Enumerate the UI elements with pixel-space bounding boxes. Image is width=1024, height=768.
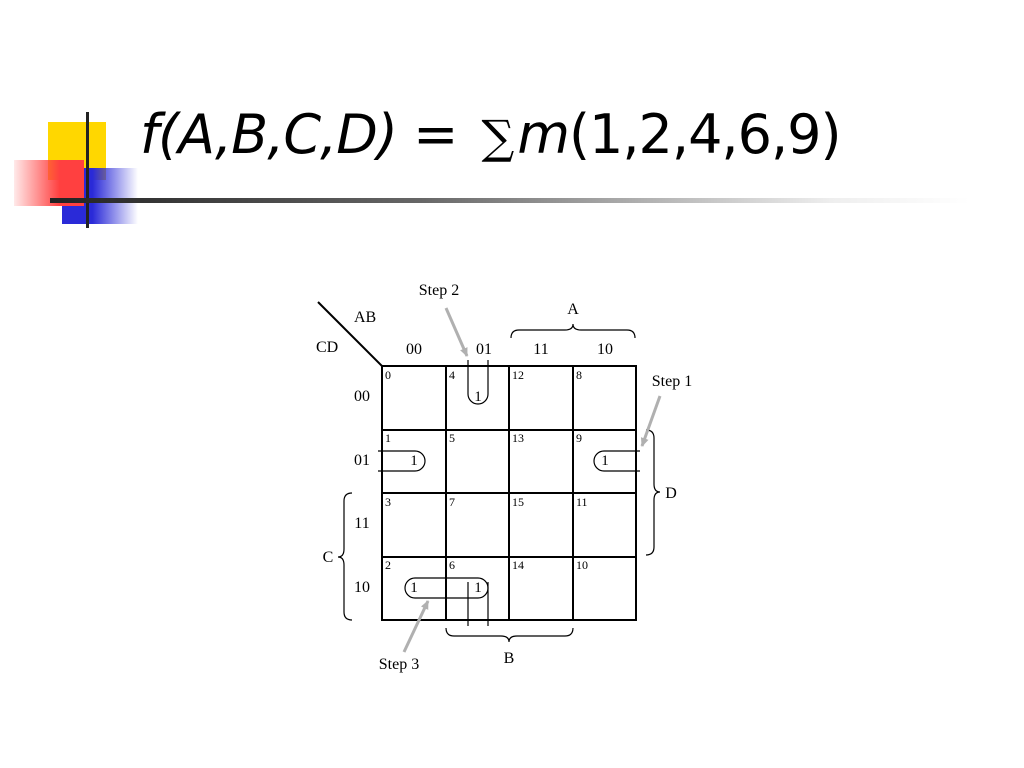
step-3-arrow <box>402 600 430 653</box>
col-label-00: 00 <box>406 341 422 358</box>
one-value: 1 <box>410 580 418 596</box>
cell-number: 7 <box>449 495 455 509</box>
row-label-01: 01 <box>354 452 370 469</box>
brace-b <box>445 627 574 643</box>
step-1-arrow <box>640 395 662 447</box>
title-m: m <box>517 103 570 166</box>
one-value: 1 <box>474 389 482 405</box>
brace-label-d: D <box>665 485 677 502</box>
cell-number: 12 <box>512 368 524 382</box>
page-title: f(A,B,C,D) = ∑m(1,2,4,6,9) <box>140 108 842 164</box>
cell-number: 0 <box>385 368 391 382</box>
cell-number: 4 <box>449 368 455 382</box>
brace-label-b: B <box>504 650 515 667</box>
row-label-00: 00 <box>354 388 370 405</box>
step-2-arrow <box>444 307 469 357</box>
loop-m9 <box>593 450 640 472</box>
col-label-10: 10 <box>597 341 613 358</box>
ones: 1 1 1 1 1 <box>410 389 609 596</box>
cell-number: 14 <box>512 558 524 572</box>
row-variable-label: CD <box>316 339 338 356</box>
brace-d <box>645 429 661 556</box>
step-1-label: Step 1 <box>652 373 692 390</box>
braces <box>337 323 661 643</box>
brace-label-a: A <box>567 301 579 318</box>
title-function: f(A,B,C,D) = <box>140 103 474 166</box>
cell-number: 6 <box>449 558 455 572</box>
cell-number: 1 <box>385 431 391 445</box>
title-underline <box>50 198 970 203</box>
kmap-grid <box>381 365 637 621</box>
one-value: 1 <box>410 453 418 469</box>
sigma-symbol: ∑ <box>481 110 515 164</box>
cell-number: 5 <box>449 431 455 445</box>
one-value: 1 <box>601 453 609 469</box>
col-variable-label: AB <box>354 309 376 326</box>
cell-number: 11 <box>576 495 588 509</box>
brace-label-c: C <box>323 549 334 566</box>
brace-a <box>510 323 636 339</box>
title-minterms: (1,2,4,6,9) <box>568 103 842 166</box>
corner-decoration <box>0 0 160 230</box>
cell-number: 2 <box>385 558 391 572</box>
step-2-label: Step 2 <box>419 282 459 299</box>
one-value: 1 <box>474 580 482 596</box>
cell-number: 9 <box>576 431 582 445</box>
cell-number: 13 <box>512 431 524 445</box>
diagonal-header-line <box>317 301 383 367</box>
col-label-01: 01 <box>476 341 492 358</box>
brace-c <box>337 492 353 621</box>
loop-m4 <box>467 360 489 405</box>
cell-number: 8 <box>576 368 582 382</box>
cell-number: 15 <box>512 495 524 509</box>
row-label-11: 11 <box>354 515 369 532</box>
col-label-11: 11 <box>533 341 548 358</box>
loop-m2-m6 <box>404 577 489 599</box>
row-label-10: 10 <box>354 579 370 596</box>
step-3-label: Step 3 <box>379 656 419 673</box>
loop-m1 <box>378 450 426 472</box>
cell-number: 3 <box>385 495 391 509</box>
groupings <box>378 360 640 626</box>
vertical-line <box>86 112 89 228</box>
cell-number: 10 <box>576 558 588 572</box>
cell-numbers: 0 4 12 8 1 5 13 9 3 7 15 11 2 6 14 10 <box>385 368 588 572</box>
